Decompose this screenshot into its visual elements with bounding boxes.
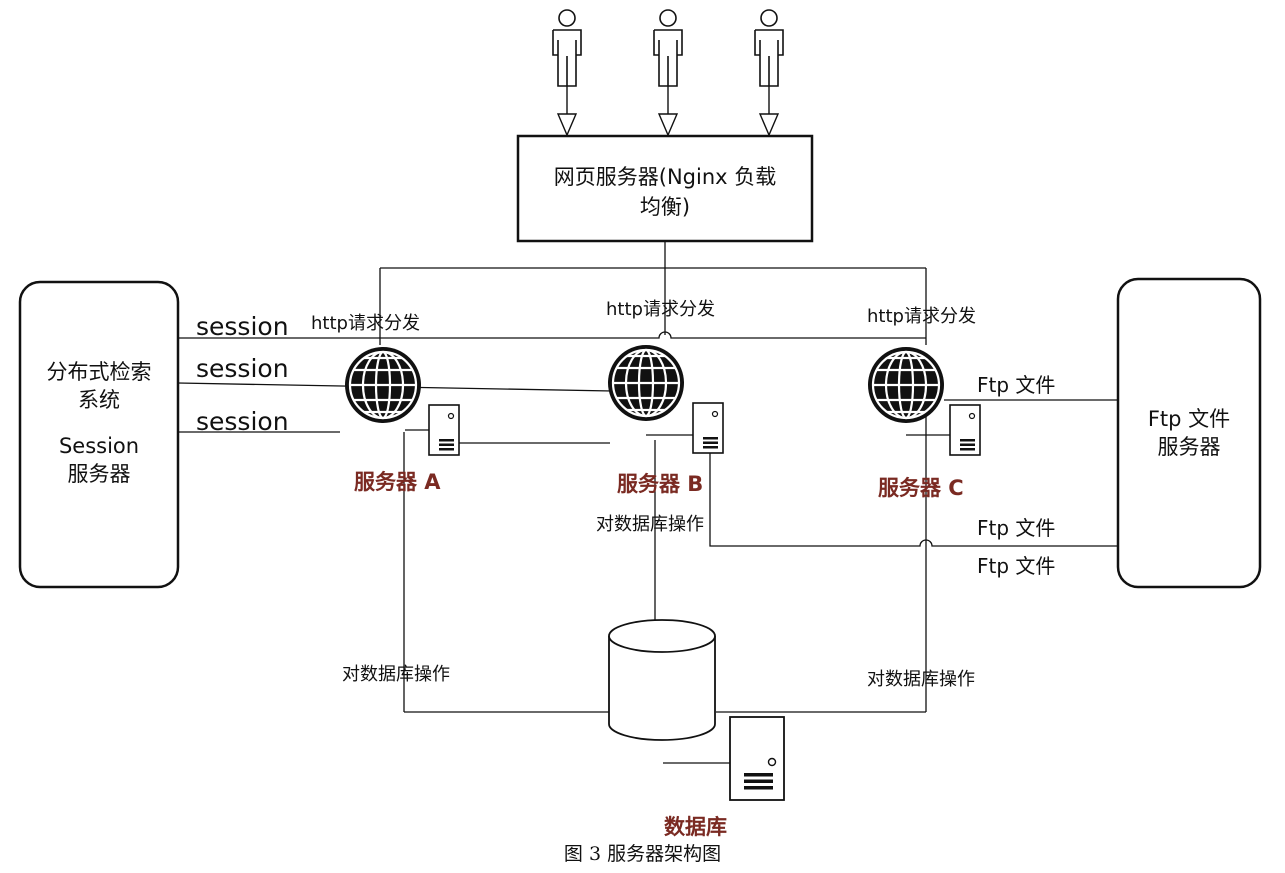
- server-b-label: 服务器 B: [617, 472, 704, 496]
- ftp-server-line1: Ftp 文件: [1147, 407, 1231, 431]
- globe-server-a-icon: [343, 345, 423, 425]
- search-system-box: [18, 280, 180, 589]
- database-label: 数据库: [664, 815, 727, 839]
- globe-server-c-icon: [866, 345, 946, 425]
- database-server-icon: [729, 716, 785, 801]
- search-system-label: 分布式检索 系统 Session 服务器: [20, 358, 178, 488]
- http-dispatch-label-b: http请求分发: [606, 299, 715, 320]
- nginx-box: [516, 134, 814, 243]
- session-label-1: session: [196, 312, 289, 341]
- database-cylinder-icon: [608, 619, 716, 741]
- figure-caption: 图 3 服务器架构图: [563, 843, 722, 865]
- nginx-label-line1: 网页服务器(Nginx 负载: [553, 165, 777, 189]
- session-label-2: session: [196, 354, 289, 383]
- server-c-label: 服务器 C: [878, 476, 964, 500]
- http-dispatch-label-c: http请求分发: [867, 306, 976, 327]
- nginx-label-line2: 均衡): [639, 195, 691, 219]
- http-dispatch-label-a: http请求分发: [311, 313, 420, 334]
- user-request-arrows: [556, 86, 780, 137]
- ftp-file-label-1: Ftp 文件: [977, 373, 1056, 397]
- user-2-icon: [653, 9, 683, 87]
- db-operation-label-a: 对数据库操作: [342, 664, 450, 685]
- ftp-server-label: Ftp 文件 服务器: [1118, 405, 1260, 461]
- server-b-tower-icon: [692, 402, 724, 454]
- server-a-tower-icon: [428, 404, 460, 456]
- nginx-label: 网页服务器(Nginx 负载 均衡): [518, 162, 812, 222]
- user-1-icon: [552, 9, 582, 87]
- search-system-line3: Session: [58, 434, 140, 458]
- globe-server-b-icon: [606, 343, 686, 423]
- server-a-label: 服务器 A: [354, 470, 441, 494]
- search-system-line4: 服务器: [67, 462, 131, 486]
- db-operation-label-b: 对数据库操作: [596, 514, 704, 535]
- server-c-tower-icon: [949, 404, 981, 456]
- ftp-server-box: [1116, 277, 1262, 589]
- search-system-line1: 分布式检索: [46, 360, 152, 384]
- ftp-server-line2: 服务器: [1157, 435, 1221, 459]
- search-system-line2: 系统: [78, 388, 120, 412]
- ftp-file-label-3: Ftp 文件: [977, 554, 1056, 578]
- db-operation-label-c: 对数据库操作: [867, 669, 975, 690]
- connector-lines: [177, 241, 1118, 764]
- user-3-icon: [754, 9, 784, 87]
- session-label-3: session: [196, 407, 289, 436]
- ftp-file-label-2: Ftp 文件: [977, 516, 1056, 540]
